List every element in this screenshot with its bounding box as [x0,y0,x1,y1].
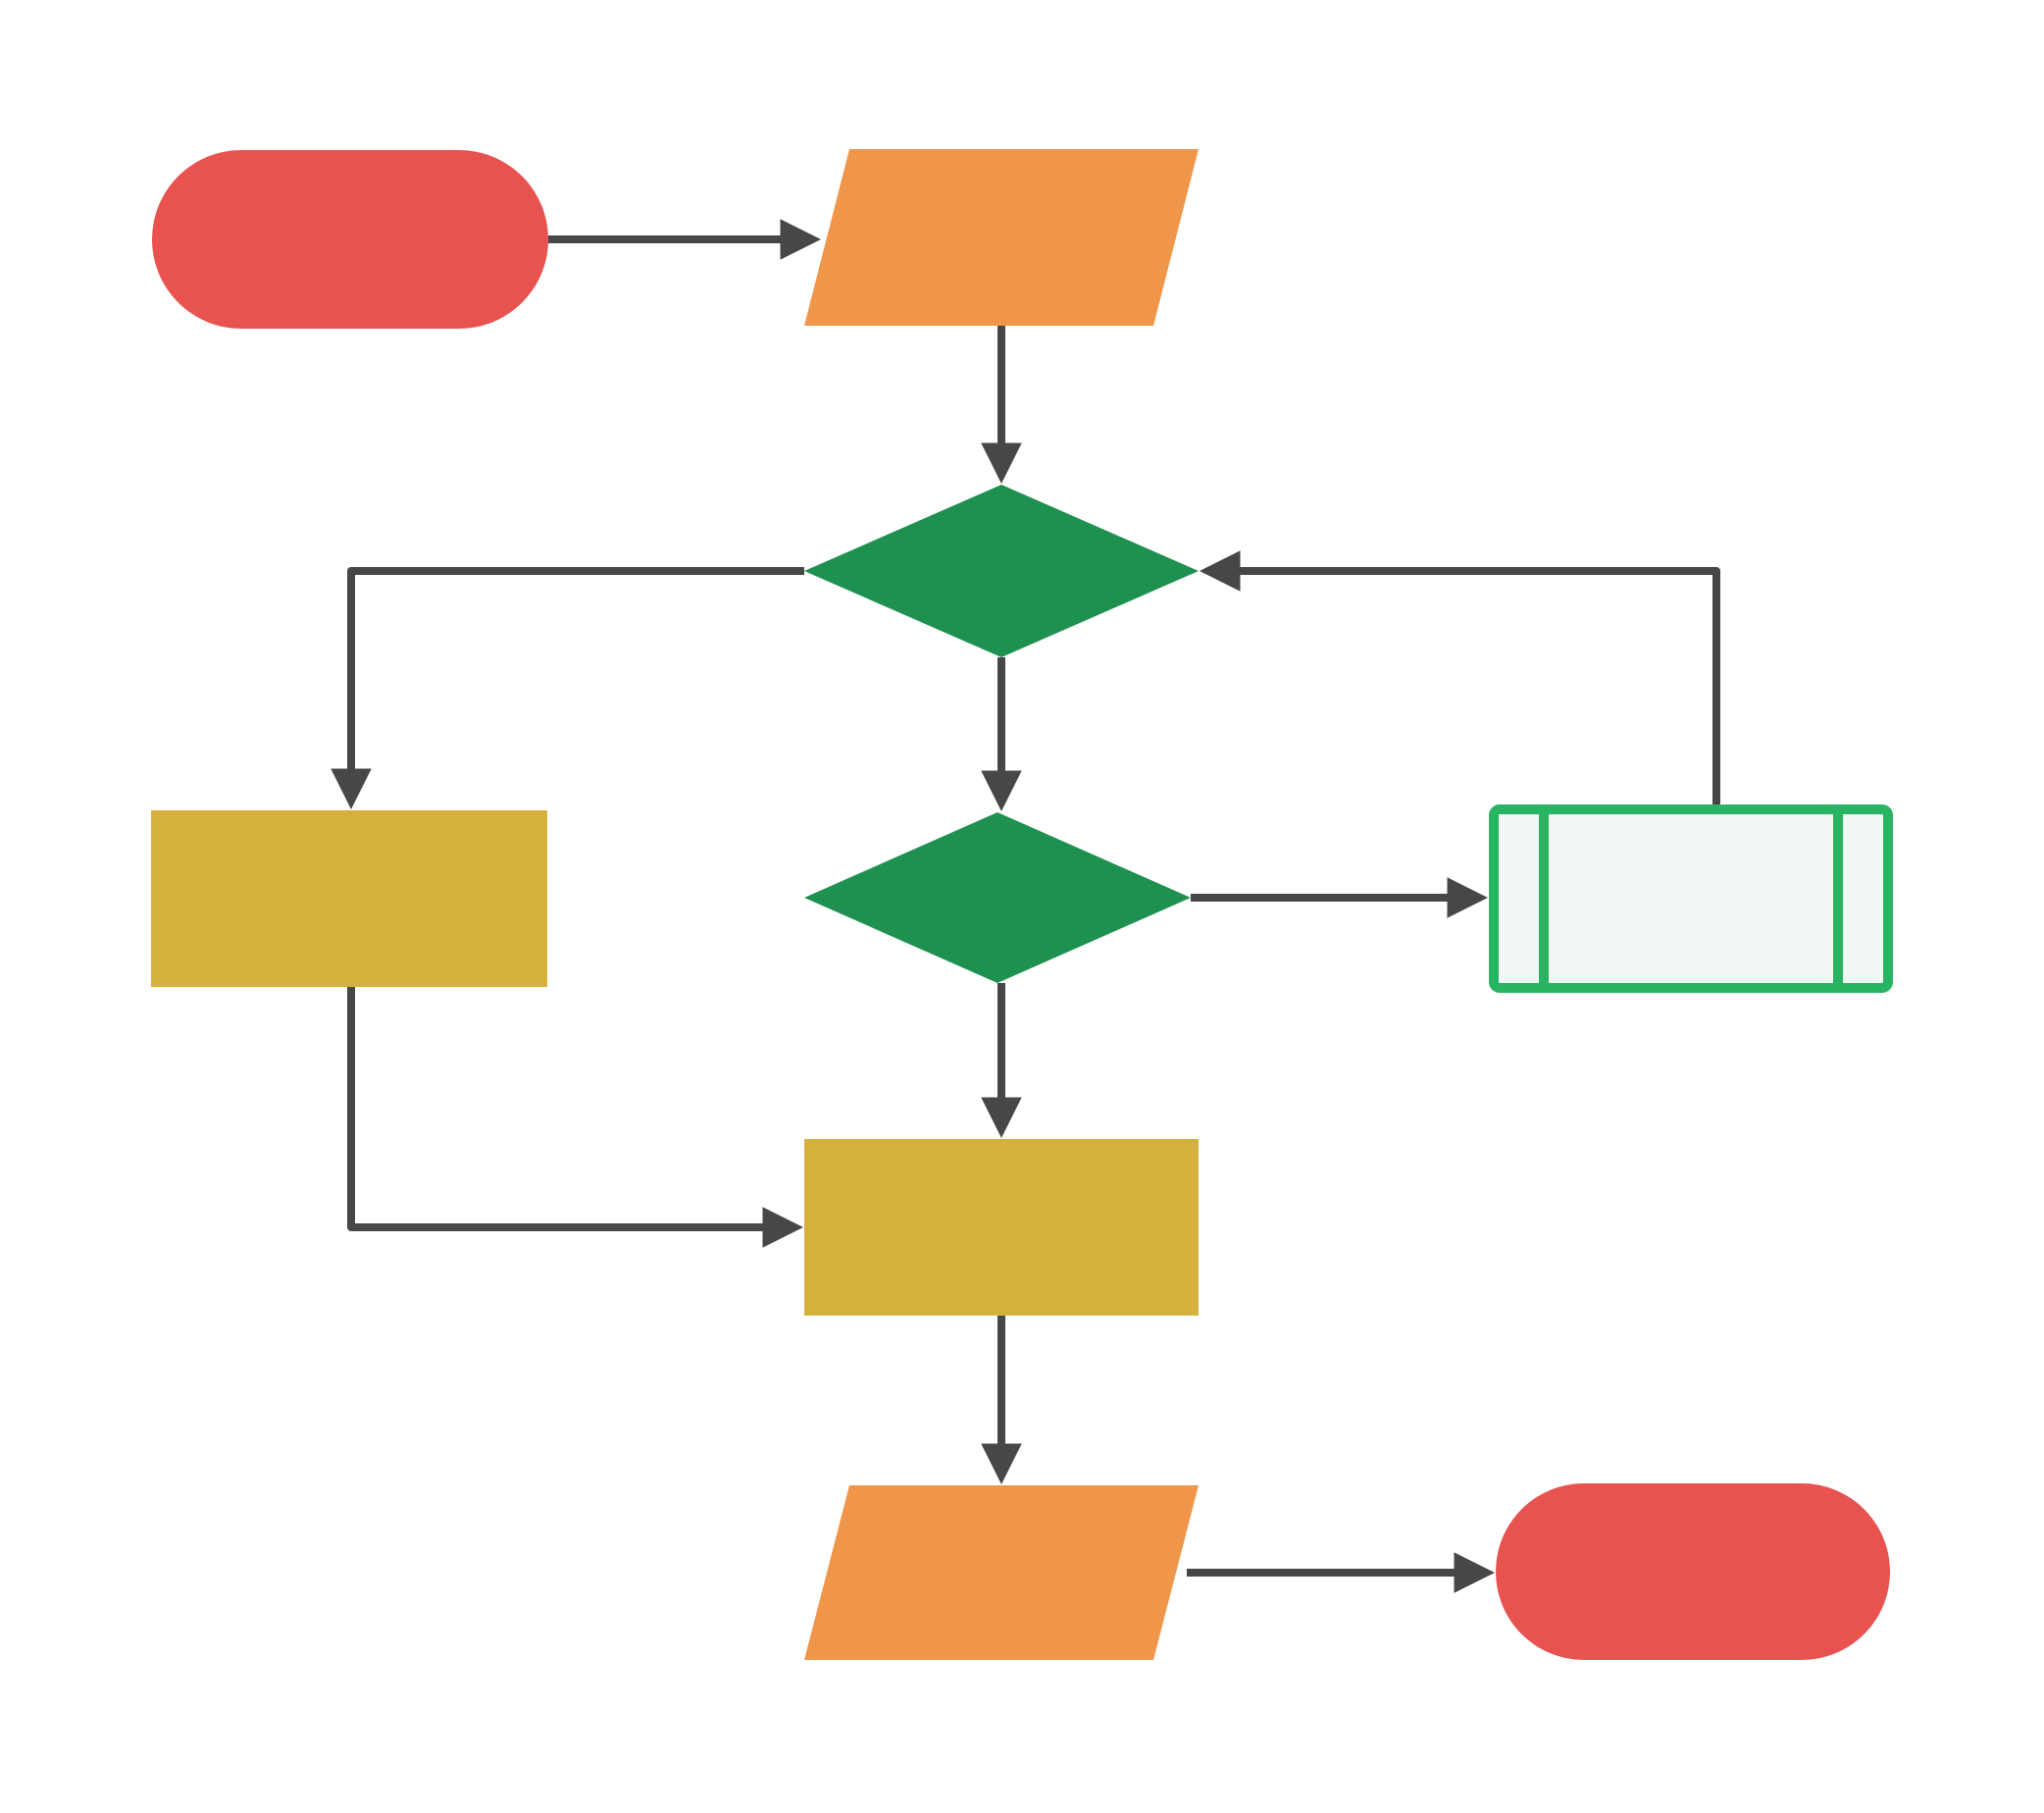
node-subroutine-right[interactable] [1489,804,1893,993]
start-terminal-shape[interactable] [152,150,548,329]
edge-decision-to-process-left [331,567,804,810]
nodes-layer [151,149,1893,1660]
process-left-shape[interactable] [151,810,547,987]
node-decision-secondary[interactable] [804,812,1191,983]
node-start-terminal[interactable] [152,150,548,329]
input-io-shape[interactable] [804,149,1199,326]
subroutine-right-shape[interactable] [1489,804,1893,993]
decision-secondary-shape[interactable] [804,812,1191,983]
end-terminal-shape[interactable] [1496,1483,1890,1660]
node-end-terminal[interactable] [1496,1483,1890,1660]
node-decision-primary[interactable] [804,485,1199,657]
node-output-io[interactable] [804,1485,1199,1660]
output-io-shape[interactable] [804,1485,1199,1660]
edge-subroutine-to-decision [1199,550,1720,804]
node-process-center[interactable] [804,1139,1199,1316]
process-center-shape[interactable] [804,1139,1199,1316]
node-input-io[interactable] [804,149,1199,326]
edges-layer [331,219,1720,1593]
decision-primary-shape[interactable] [804,485,1199,657]
edge-process-left-to-process-center [347,987,804,1248]
node-process-left[interactable] [151,810,547,987]
